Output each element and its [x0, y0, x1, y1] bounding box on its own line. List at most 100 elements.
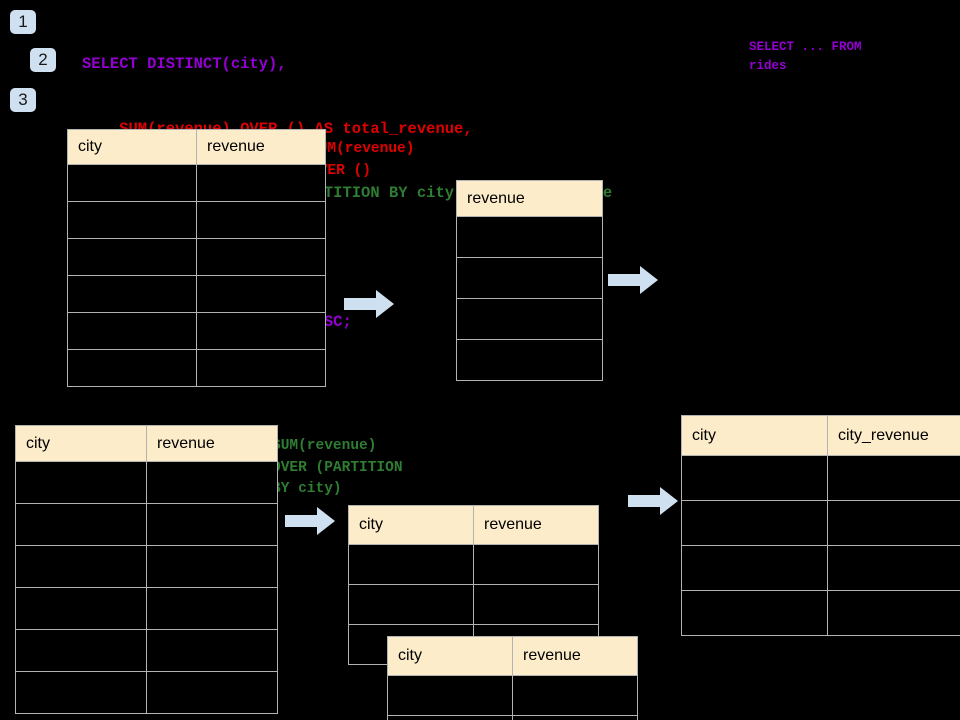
table-cell [67, 164, 197, 202]
arrow-source2-to-partition [285, 507, 335, 535]
table-row [15, 503, 278, 546]
table-row [456, 298, 603, 340]
table-cell [196, 275, 326, 313]
table-cell [146, 587, 278, 630]
table-row [456, 257, 603, 299]
table-cell [15, 587, 147, 630]
table-cell [15, 629, 147, 672]
table-cell [15, 503, 147, 546]
table-cell [387, 675, 513, 716]
table-cell [827, 590, 960, 636]
annotation-select-from-rides: SELECT ... FROM rides [749, 40, 862, 73]
table-row [456, 339, 603, 381]
column-header-city: city [15, 425, 147, 462]
table-cell [456, 216, 603, 258]
table-row [387, 675, 638, 716]
table-row [67, 164, 326, 202]
table-cell [15, 545, 147, 588]
table-cell [473, 584, 599, 625]
table-row [67, 349, 326, 387]
rides-source-table-2: city revenue [15, 425, 278, 714]
rides-source-table: city revenue [67, 129, 326, 387]
table-cell [473, 544, 599, 585]
column-header-city-revenue: city_revenue [827, 415, 960, 456]
table-cell [196, 238, 326, 276]
column-header-city: city [681, 415, 828, 456]
step-badge-3: 3 [10, 88, 36, 112]
table-row [15, 671, 278, 714]
column-header-revenue: revenue [456, 180, 603, 217]
arrow-partition-to-result [628, 487, 678, 515]
table-cell [681, 590, 828, 636]
table-cell [387, 715, 513, 720]
table-cell [827, 455, 960, 501]
table-cell [15, 671, 147, 714]
table-cell [146, 461, 278, 504]
table-cell [456, 298, 603, 340]
arrow-source-to-total [344, 290, 394, 318]
table-cell [456, 257, 603, 299]
table-row [456, 216, 603, 258]
column-header-city: city [348, 505, 474, 545]
total-revenue-table: revenue [456, 180, 603, 381]
table-row [348, 584, 599, 625]
partition-table-front: city revenue [387, 636, 638, 720]
table-cell [146, 503, 278, 546]
table-row [67, 275, 326, 313]
table-cell [67, 349, 197, 387]
table-cell [146, 545, 278, 588]
table-row [681, 545, 960, 591]
table-row [15, 461, 278, 504]
table-cell [681, 545, 828, 591]
table-cell [348, 584, 474, 625]
table-cell [146, 671, 278, 714]
table-cell [196, 312, 326, 350]
table-cell [15, 461, 147, 504]
table-header-row: city revenue [67, 129, 326, 165]
table-row [67, 312, 326, 350]
table-row [681, 500, 960, 546]
column-header-revenue: revenue [146, 425, 278, 462]
column-header-city: city [67, 129, 197, 165]
column-header-city: city [387, 636, 513, 676]
table-cell [146, 629, 278, 672]
table-cell [681, 500, 828, 546]
table-cell [67, 201, 197, 239]
table-cell [512, 715, 638, 720]
table-cell [456, 339, 603, 381]
arrow-total-to-result [608, 266, 658, 294]
table-row [67, 238, 326, 276]
table-row [15, 545, 278, 588]
table-header-row: city revenue [15, 425, 278, 462]
table-header-row: revenue [456, 180, 603, 217]
table-cell [196, 349, 326, 387]
table-cell [681, 455, 828, 501]
table-cell [827, 500, 960, 546]
table-cell [348, 544, 474, 585]
table-row [348, 544, 599, 585]
table-row [681, 590, 960, 636]
annotation-sum-over-partition: SUM(revenue) OVER (PARTITION BY city) [272, 438, 403, 497]
sql-line-1: SELECT DISTINCT(city), [82, 55, 287, 73]
table-cell [827, 545, 960, 591]
table-header-row: city city_revenue [681, 415, 960, 456]
column-header-revenue: revenue [512, 636, 638, 676]
table-cell [67, 312, 197, 350]
table-row [387, 715, 638, 720]
result-table: city city_revenue [681, 415, 960, 636]
table-cell [512, 675, 638, 716]
table-cell [196, 164, 326, 202]
table-cell [67, 238, 197, 276]
step-badge-2: 2 [30, 48, 56, 72]
table-row [67, 201, 326, 239]
table-row [15, 629, 278, 672]
step-badge-1: 1 [10, 10, 36, 34]
table-header-row: city revenue [348, 505, 599, 545]
table-row [681, 455, 960, 501]
table-cell [196, 201, 326, 239]
column-header-revenue: revenue [196, 129, 326, 165]
table-cell [67, 275, 197, 313]
column-header-revenue: revenue [473, 505, 599, 545]
table-header-row: city revenue [387, 636, 638, 676]
